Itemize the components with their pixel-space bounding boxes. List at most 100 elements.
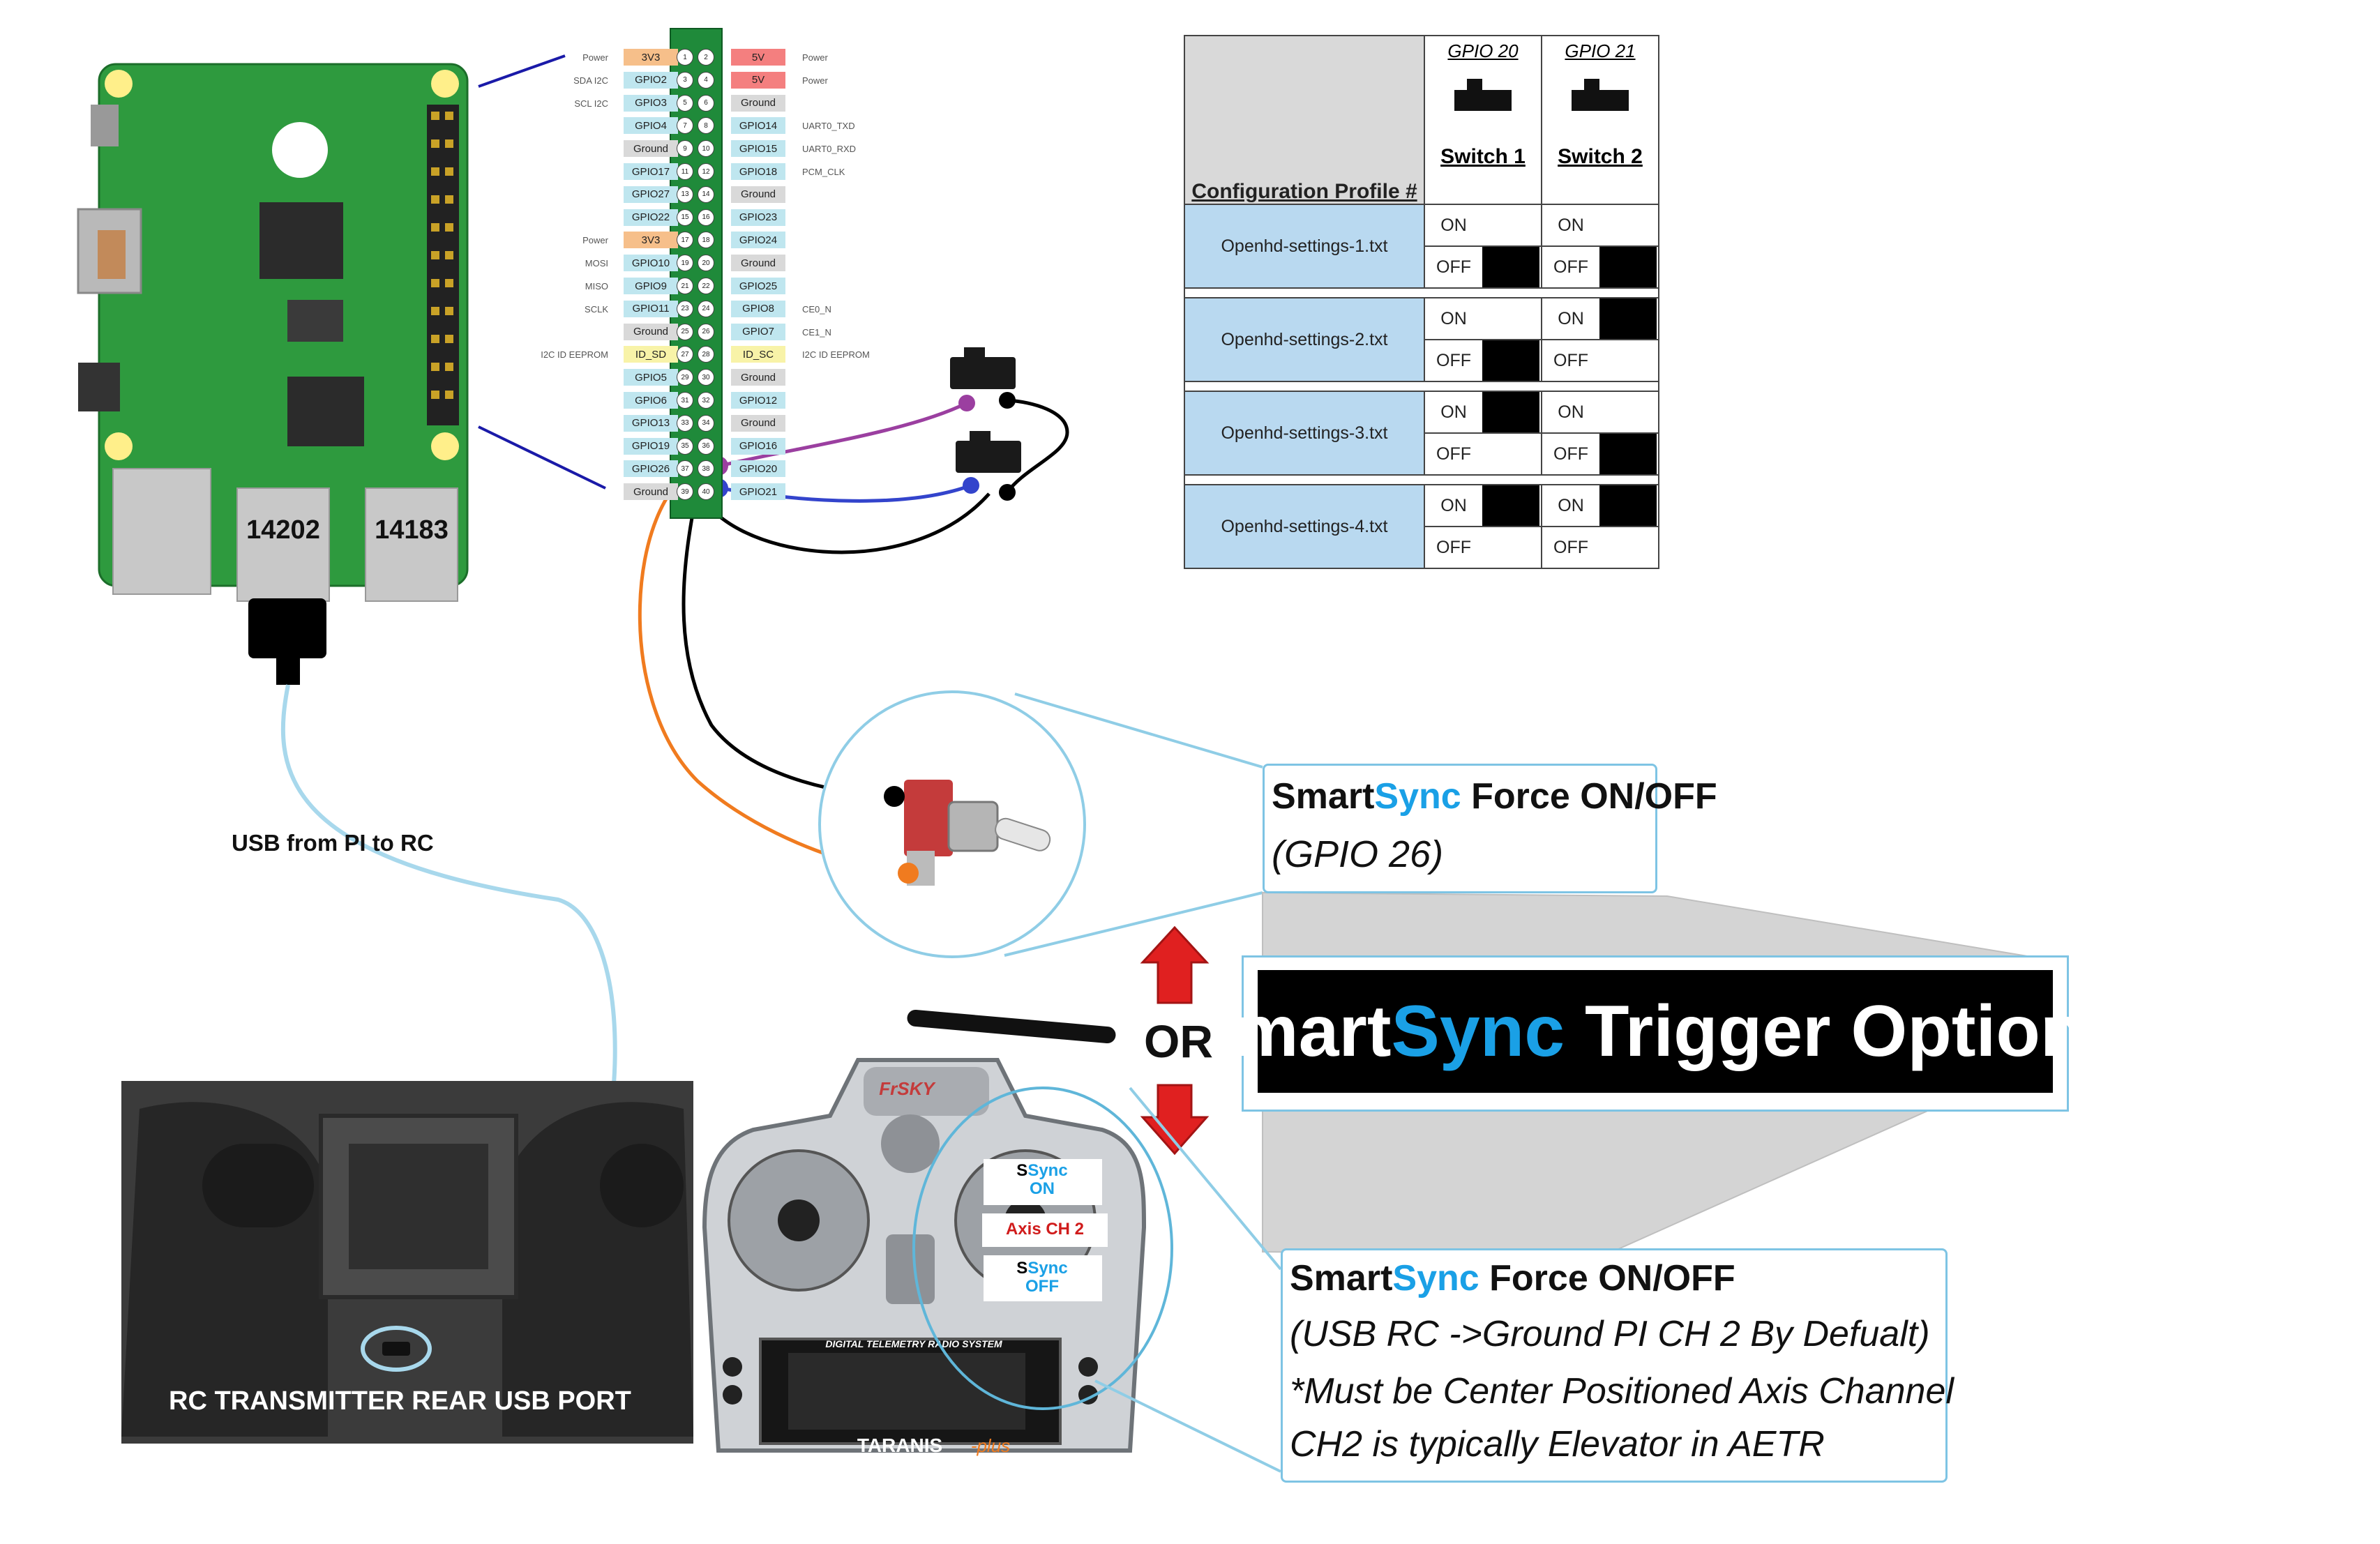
gpio-pin: 32 <box>698 392 714 409</box>
profile-spacer <box>1184 474 1659 485</box>
profile-spacer <box>1184 287 1659 298</box>
sync-off-label: SSync OFF <box>986 1259 1098 1296</box>
gpio-right-label: ID_SC <box>731 346 785 363</box>
switch2-gpio: GPIO 21 <box>1565 40 1636 61</box>
gpio-left-label: GPIO19 <box>624 437 678 455</box>
switch1-off-label: OFF <box>1436 538 1471 557</box>
gpio-pin: 22 <box>698 278 714 294</box>
gpio-left-label: 3V3 <box>624 49 678 66</box>
gpio-pin: 8 <box>698 117 714 135</box>
callout-rc-line1: (USB RC ->Ground PI CH 2 By Defualt) <box>1290 1314 1930 1354</box>
switch2-on-state <box>1599 392 1657 432</box>
profile-name: Openhd-settings-1.txt <box>1184 204 1425 289</box>
taranis-model: TARANIS <box>857 1435 942 1456</box>
callout-gpio26: SmartSync Force ON/OFF (GPIO 26) <box>1263 764 1717 893</box>
switch2-off-label: OFF <box>1553 257 1588 277</box>
switch1-label: Switch 1 <box>1440 145 1526 168</box>
gpio-header <box>670 28 723 519</box>
gpio-pin: 23 <box>677 300 693 317</box>
gpio-pin: 6 <box>698 94 714 112</box>
gpio-right-label: Ground <box>731 186 785 203</box>
gpio-right-note: CE0_N <box>802 303 831 315</box>
gpio-pin: 10 <box>698 140 714 158</box>
gpio-right-label: GPIO14 <box>731 117 785 135</box>
switch1-header: GPIO 20 Switch 1 <box>1424 35 1542 205</box>
taranis-transmitter <box>702 1009 1147 1453</box>
gpio-pin: 9 <box>677 140 693 158</box>
gpio-right-label: GPIO18 <box>731 163 785 180</box>
gpio-pin: 1 <box>677 49 693 66</box>
gpio-pin: 24 <box>698 300 714 317</box>
switch1-on-state <box>1482 485 1539 526</box>
switch1-off-label: OFF <box>1436 444 1471 464</box>
profile-name: Openhd-settings-4.txt <box>1184 484 1425 569</box>
switch1-on-label: ON <box>1440 496 1467 515</box>
switch1-on-label: ON <box>1440 215 1467 235</box>
gpio-left-label: 3V3 <box>624 232 678 249</box>
taranis-caption: DIGITAL TELEMETRY RADIO SYSTEM <box>825 1338 1002 1349</box>
gpio-left-label: GPIO27 <box>624 186 678 203</box>
gpio-pin: 27 <box>677 346 693 363</box>
gpio-right-label: Ground <box>731 94 785 112</box>
gpio-pin: 34 <box>698 414 714 432</box>
callout-gpio26-sub: (GPIO 26) <box>1272 833 1444 875</box>
gpio-left-note: Power <box>582 235 608 246</box>
header-pointer-top <box>478 54 566 88</box>
switch1-off-state <box>1482 527 1539 568</box>
gpio-right-label: Ground <box>731 369 785 386</box>
raspberry-logo-icon <box>272 122 328 178</box>
switch1-off-state <box>1482 434 1539 474</box>
gpio-right-label: 5V <box>731 49 785 66</box>
gpio-pin: 14 <box>698 186 714 203</box>
switch1-off-label: OFF <box>1436 351 1471 370</box>
switch2-off-state <box>1599 527 1657 568</box>
gpio-pin: 16 <box>698 209 714 226</box>
config-profile-table: Configuration Profile # GPIO 20 Switch 1… <box>1184 35 1659 569</box>
callout-rc-line2: *Must be Center Positioned Axis Channel <box>1290 1371 1954 1411</box>
gpio-pin: 15 <box>677 209 693 226</box>
taranis-model-suffix: -plus <box>971 1435 1010 1456</box>
gpio-left-label: GPIO10 <box>624 255 678 272</box>
switch2-on-state <box>1599 205 1657 245</box>
gpio-pin: 25 <box>677 323 693 340</box>
gpio-right-label: GPIO16 <box>731 437 785 455</box>
gpio-pin: 20 <box>698 255 714 272</box>
sync-on-box <box>984 1159 1102 1205</box>
gpio-left-label: Ground <box>624 140 678 158</box>
gpio-right-note: CE1_N <box>802 326 831 338</box>
gpio-left-label: GPIO2 <box>624 71 678 89</box>
gpio-pin: 33 <box>677 414 693 432</box>
gpio-pin: 21 <box>677 278 693 294</box>
raspberry-pi-board: 14202 14183 <box>77 63 469 685</box>
sync-on-sync: Sync <box>1027 1161 1068 1180</box>
switch2-on-label: ON <box>1558 496 1584 515</box>
gpio-right-label: GPIO20 <box>731 460 785 478</box>
gpio-right-note: PCM_CLK <box>802 167 845 177</box>
gpio-left-label: GPIO11 <box>624 300 678 317</box>
gpio-pin: 30 <box>698 369 714 386</box>
gpio-left-label: Ground <box>624 323 678 340</box>
gpio-left-note: MISO <box>585 281 608 292</box>
switch2-on-label: ON <box>1558 309 1584 328</box>
or-label: OR <box>1144 1015 1213 1067</box>
gpio-pin: 7 <box>677 117 693 135</box>
gpio-pin: 18 <box>698 232 714 249</box>
slide-switch-2 <box>956 431 1021 473</box>
trigger-options-banner: SmartSync Trigger Options <box>1186 955 2125 1112</box>
gpio-left-note: SCLK <box>585 303 608 315</box>
profile-name: Openhd-settings-3.txt <box>1184 391 1425 476</box>
gpio-left-label: GPIO4 <box>624 117 678 135</box>
gpio-left-note: I2C ID EEPROM <box>541 349 608 361</box>
gpio-left-note: SCL I2C <box>574 98 608 109</box>
usb-cable-label: USB from PI to RC <box>232 830 434 856</box>
switch1-on-state <box>1482 392 1539 432</box>
gpio-pin: 31 <box>677 392 693 409</box>
gpio-right-note: Power <box>802 52 828 63</box>
wire-gpio20 <box>719 401 968 468</box>
callout-usb-rc: SmartSync Force ON/OFF (USB RC ->Ground … <box>1281 1248 1954 1483</box>
